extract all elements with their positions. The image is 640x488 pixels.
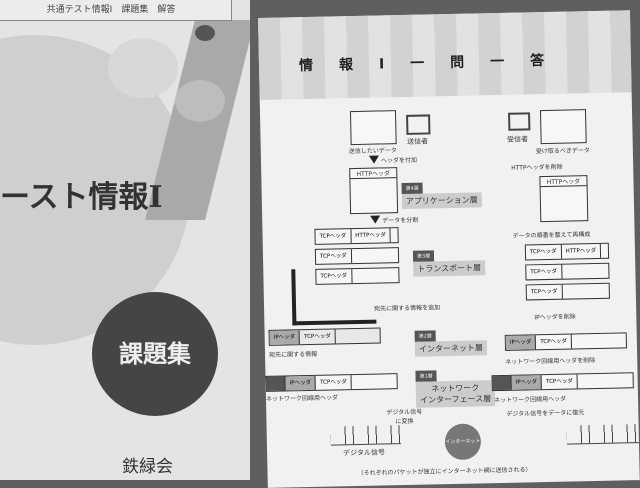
left-page: 共通テスト情報Ⅰ 課題集 解答 ースト情報Ⅰ 課題集 鉄緑会: [0, 0, 250, 480]
http-packet: HTTPヘッダ: [349, 167, 399, 215]
layer3-num: 第3層: [412, 250, 435, 262]
computer-icon: [508, 112, 531, 131]
layer2-box: 第2層インターネット層: [414, 321, 488, 357]
internet-globe-icon: インターネット: [444, 423, 482, 461]
sender-label: 送信者: [407, 137, 429, 146]
decor-dot: [195, 25, 215, 41]
net-header: [266, 376, 286, 391]
book-title: ースト情報Ⅰ: [0, 180, 163, 215]
computer-icon: [406, 114, 431, 135]
layer4-num: 第4層: [401, 182, 423, 195]
dest-info-label: 宛先に関する情報: [268, 350, 318, 359]
layer1-label: ネットワーク インターフェース層: [415, 380, 496, 408]
tcp-header: TCPヘッダ: [315, 229, 352, 244]
tcp-header: TCPヘッダ: [525, 244, 562, 260]
tcp-header: TCPヘッダ: [315, 375, 352, 390]
ip-header: IPヘッダ: [505, 335, 537, 350]
arrow-down-icon: [370, 215, 381, 224]
http-header-label: HTTPヘッダ: [350, 168, 397, 180]
net-header: [492, 375, 512, 391]
add-dest-label: 宛先に関する情報を追加: [374, 304, 441, 313]
layer2-label: インターネット層: [414, 340, 488, 357]
to-data-label: デジタル信号をデータに復元: [506, 409, 585, 418]
tcp-header: TCPヘッダ: [526, 284, 563, 300]
http-header-label: HTTPヘッダ: [540, 176, 587, 188]
layer3-label: トランスポート層: [413, 260, 486, 277]
receiver-data-image: [539, 109, 587, 145]
digital-signal-label: デジタル信号: [343, 448, 386, 458]
net-header-label: ネットワーク回線用ヘッダ: [493, 395, 567, 405]
right-page: 情報Ⅰ一問一答 送信したいデータ 送信者 ヘッダを付加 HTTPヘッダ 第4層ア…: [258, 10, 640, 488]
to-digital-label: デジタル信号に変換: [386, 408, 423, 426]
flow-line: [291, 267, 377, 326]
sender-data-image: [349, 110, 397, 146]
layer2-num: 第2層: [414, 330, 436, 342]
ip-header: IPヘッダ: [269, 330, 301, 345]
decor-circle: [175, 80, 225, 122]
http-header: HTTPヘッダ: [351, 228, 392, 244]
http-header: HTTPヘッダ: [561, 243, 602, 259]
publisher: 鉄緑会: [122, 457, 173, 477]
send-data-label: 送信したいデータ: [348, 147, 397, 156]
reassemble-label: データの順番を整えて再構成: [512, 231, 591, 240]
ip-header: IPヘッダ: [285, 375, 317, 391]
layer3-box: 第3層トランスポート層: [412, 241, 486, 277]
split-data-label: データを分割: [382, 216, 419, 225]
layer1-box: 第1層ネットワーク インターフェース層: [415, 361, 496, 408]
header-label: 共通テスト情報Ⅰ 課題集 解答: [0, 0, 232, 21]
layer4-label: アプリケーション層: [401, 192, 482, 210]
decor-circle: [108, 38, 178, 98]
digital-signal-wave: [330, 425, 401, 446]
digital-signal-wave: [566, 424, 639, 445]
arrow-down-icon: [368, 155, 380, 164]
remove-net-label: ネットワーク回線用ヘッダを削除: [505, 357, 596, 366]
tcp-header: TCPヘッダ: [300, 329, 336, 345]
badge-circle: 課題集: [92, 292, 218, 416]
http-packet: HTTPヘッダ: [539, 175, 589, 223]
receiver-label: 受信者: [507, 135, 529, 144]
layer1-num: 第1層: [415, 370, 437, 382]
ip-header: IPヘッダ: [511, 375, 543, 390]
net-header-label: ネットワーク回線用ヘッダ: [265, 394, 339, 403]
tcp-header: TCPヘッダ: [541, 374, 578, 390]
add-header-label: ヘッダを付加: [380, 156, 418, 165]
tcp-header: TCPヘッダ: [536, 334, 573, 350]
tcp-header: TCPヘッダ: [526, 264, 563, 280]
layer4-box: 第4層アプリケーション層: [401, 173, 482, 210]
footnote: （それぞれのパケットが独立にインターネット網に送信される）: [357, 466, 532, 478]
recv-data-label: 受け取るべきデータ: [535, 147, 590, 156]
tcp-header: TCPヘッダ: [315, 249, 352, 264]
remove-ip-label: IPヘッダを削除: [534, 313, 576, 322]
remove-http-label: HTTPヘッダを削除: [511, 163, 563, 172]
